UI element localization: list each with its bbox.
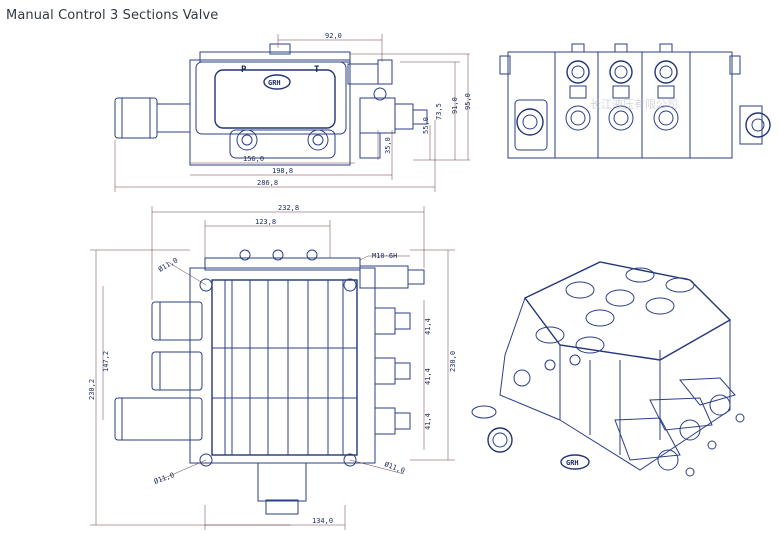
- dim-41-a: 41,4: [424, 318, 432, 335]
- dim-95: 95,0: [464, 93, 472, 110]
- port-t-label: T: [314, 65, 320, 75]
- top-valve-body: [189, 59, 351, 166]
- dim-41-b: 41,4: [424, 368, 432, 385]
- dim-91: 91,0: [451, 97, 459, 114]
- dim-232: 232,8: [278, 204, 299, 212]
- dim-134: 134,0: [312, 517, 333, 525]
- dim-92: 92,0: [325, 32, 342, 40]
- dim-55: 55,0: [422, 117, 430, 134]
- dim-147: 147,2: [102, 351, 110, 372]
- port-p-label: P: [241, 65, 247, 75]
- dim-phi11-c: Ø11,0: [383, 460, 406, 475]
- side-view-drawing: 长江液压有限公司: [499, 43, 771, 159]
- dim-41-c: 41,4: [424, 413, 432, 430]
- dim-286: 286,8: [257, 179, 278, 187]
- svg-text:GRH: GRH: [566, 459, 579, 467]
- dim-m10: M10-6H: [372, 252, 397, 260]
- front-view-drawing: 232,8 123,8 M10-6H Ø11,0 Ø11,0 Ø11,0 147…: [88, 204, 457, 530]
- page-title: Manual Control 3 Sections Valve: [6, 8, 219, 23]
- svg-text:GRH: GRH: [268, 79, 281, 87]
- dim-230-right: 230,0: [449, 351, 457, 372]
- dim-735: 73,5: [435, 103, 443, 120]
- dim-123: 123,8: [255, 218, 276, 226]
- watermark-text: 长江液压有限公司: [590, 97, 678, 111]
- isometric-view-drawing: GRH: [471, 261, 745, 477]
- iso-left-fitting: [487, 427, 513, 453]
- dim-35: 35,0: [384, 137, 392, 154]
- top-view-drawing: P T GRH: [114, 32, 472, 192]
- iso-grh-logo: [560, 454, 590, 470]
- top-spool-handle: [114, 97, 158, 139]
- dim-230: 230,2: [88, 379, 96, 400]
- grh-logo: [263, 74, 291, 90]
- dim-phi11-b: Ø11,0: [153, 471, 176, 486]
- dim-198: 198,8: [272, 167, 293, 175]
- dim-156: 156,0: [243, 155, 264, 163]
- iso-top-plate: [523, 261, 732, 361]
- front-valve-body: [189, 267, 376, 464]
- dim-phi11-a: Ø11,0: [157, 256, 179, 273]
